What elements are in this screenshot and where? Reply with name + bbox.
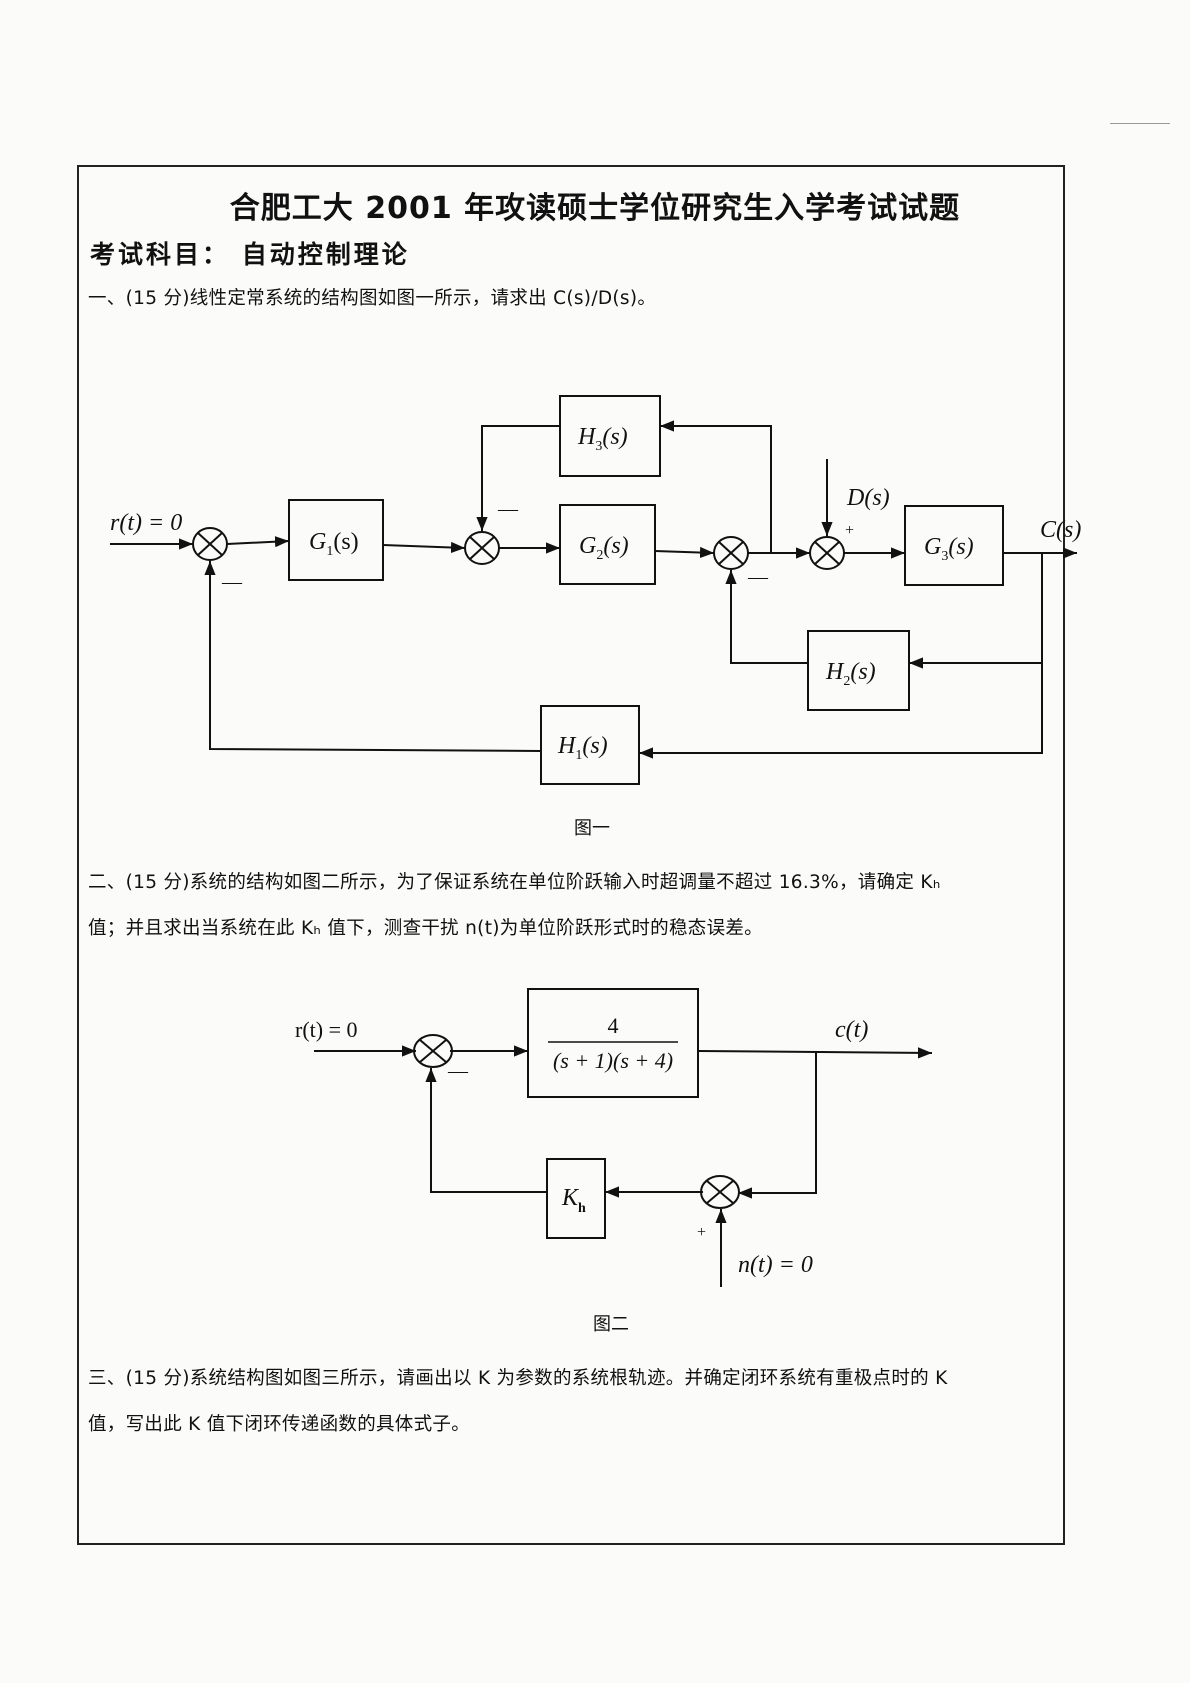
- plant-numerator: 4: [608, 1013, 619, 1038]
- fig1-input-label: r(t) = 0: [110, 510, 182, 536]
- fig1-summing-junction-4: [809, 536, 845, 570]
- question-2-text-line-1: 二、(15 分)系统的结构如图二所示，为了保证系统在单位阶跃输入时超调量不超过 …: [88, 872, 941, 893]
- figure-1-caption: 图一: [574, 818, 610, 839]
- fig2-feedback-to-sum2: [738, 1052, 817, 1199]
- fig1-h3-forward-path: [660, 420, 772, 553]
- fig2-noise-label: n(t) = 0: [738, 1252, 813, 1278]
- block-kh: [546, 1158, 606, 1239]
- fig2-sign-sum2: +: [697, 1224, 706, 1241]
- block-kh-label: Kh: [561, 1185, 586, 1216]
- fig2-input-label: r(t) = 0: [295, 1017, 358, 1042]
- figure-2-caption: 图二: [593, 1314, 629, 1335]
- block-g3: [904, 505, 1004, 586]
- fig2-summing-junction-1: [413, 1034, 453, 1068]
- fig1-sign-sum4: +: [845, 522, 854, 539]
- block-h3: [559, 395, 661, 477]
- fig1-h3-feedback-path: [476, 425, 560, 531]
- fig1-output-label: C(s): [1040, 517, 1081, 543]
- fig1-sign-sum2: —: [497, 498, 519, 520]
- question-3-text-line-2: 值，写出此 K 值下闭环传递函数的具体式子。: [88, 1414, 470, 1435]
- fig2-kh-to-sum1: [425, 1068, 547, 1193]
- plant-denominator: (s + 1)(s + 4): [553, 1048, 673, 1073]
- block-plant: [527, 988, 699, 1098]
- block-g2-label: G2(s): [579, 533, 629, 563]
- fig1-h1-forward-path: [639, 663, 1043, 759]
- block-h2: [807, 630, 910, 711]
- block-h1-label: H1(s): [557, 733, 608, 763]
- question-1-text: 一、(15 分)线性定常系统的结构图如图一所示，请求出 C(s)/D(s)。: [88, 288, 657, 309]
- question-2-text-line-2: 值；并且求出当系统在此 Kₕ 值下，测查干扰 n(t)为单位阶跃形式时的稳态误差…: [88, 918, 763, 939]
- block-h3-label: H3(s): [577, 424, 628, 454]
- scan-edge-line: [1110, 123, 1170, 124]
- fig1-summing-junction-2: [464, 531, 500, 565]
- fig2-output-label: c(t): [835, 1017, 868, 1043]
- fig1-g1-to-sum2: [382, 541, 466, 554]
- fig1-h1-feedback-path: [204, 561, 542, 752]
- fig1-summing-junction-1: [192, 527, 228, 561]
- fig1-sign-sum3: —: [747, 566, 769, 588]
- fig2-summing-junction-2: [700, 1175, 740, 1209]
- fig1-disturbance-label: D(s): [846, 485, 890, 511]
- exam-page-frame: [77, 165, 1065, 1545]
- fig2-sign-sum1: —: [447, 1060, 469, 1082]
- fig1-h2-feedback-path: [725, 570, 808, 664]
- exam-subject: 考试科目： 自动控制理论: [90, 240, 410, 269]
- block-h1: [540, 705, 640, 785]
- exam-title: 合肥工大 2001 年攻读硕士学位研究生入学考试试题: [229, 191, 961, 226]
- question-3-text-line-1: 三、(15 分)系统结构图如图三所示，请画出以 K 为参数的系统根轨迹。并确定闭…: [88, 1368, 948, 1389]
- fig1-sign-sum1: —: [221, 571, 243, 593]
- block-g1: [288, 499, 384, 581]
- block-h2-label: H2(s): [825, 659, 876, 689]
- block-g1-label: G1(s): [309, 529, 359, 559]
- fig1-summing-junction-3: [713, 536, 749, 570]
- fig1-g2-to-sum3: [654, 546, 715, 559]
- fig1-sum1-to-g1: [226, 536, 290, 548]
- block-g3-label: G3(s): [924, 534, 974, 564]
- block-g2: [559, 504, 656, 585]
